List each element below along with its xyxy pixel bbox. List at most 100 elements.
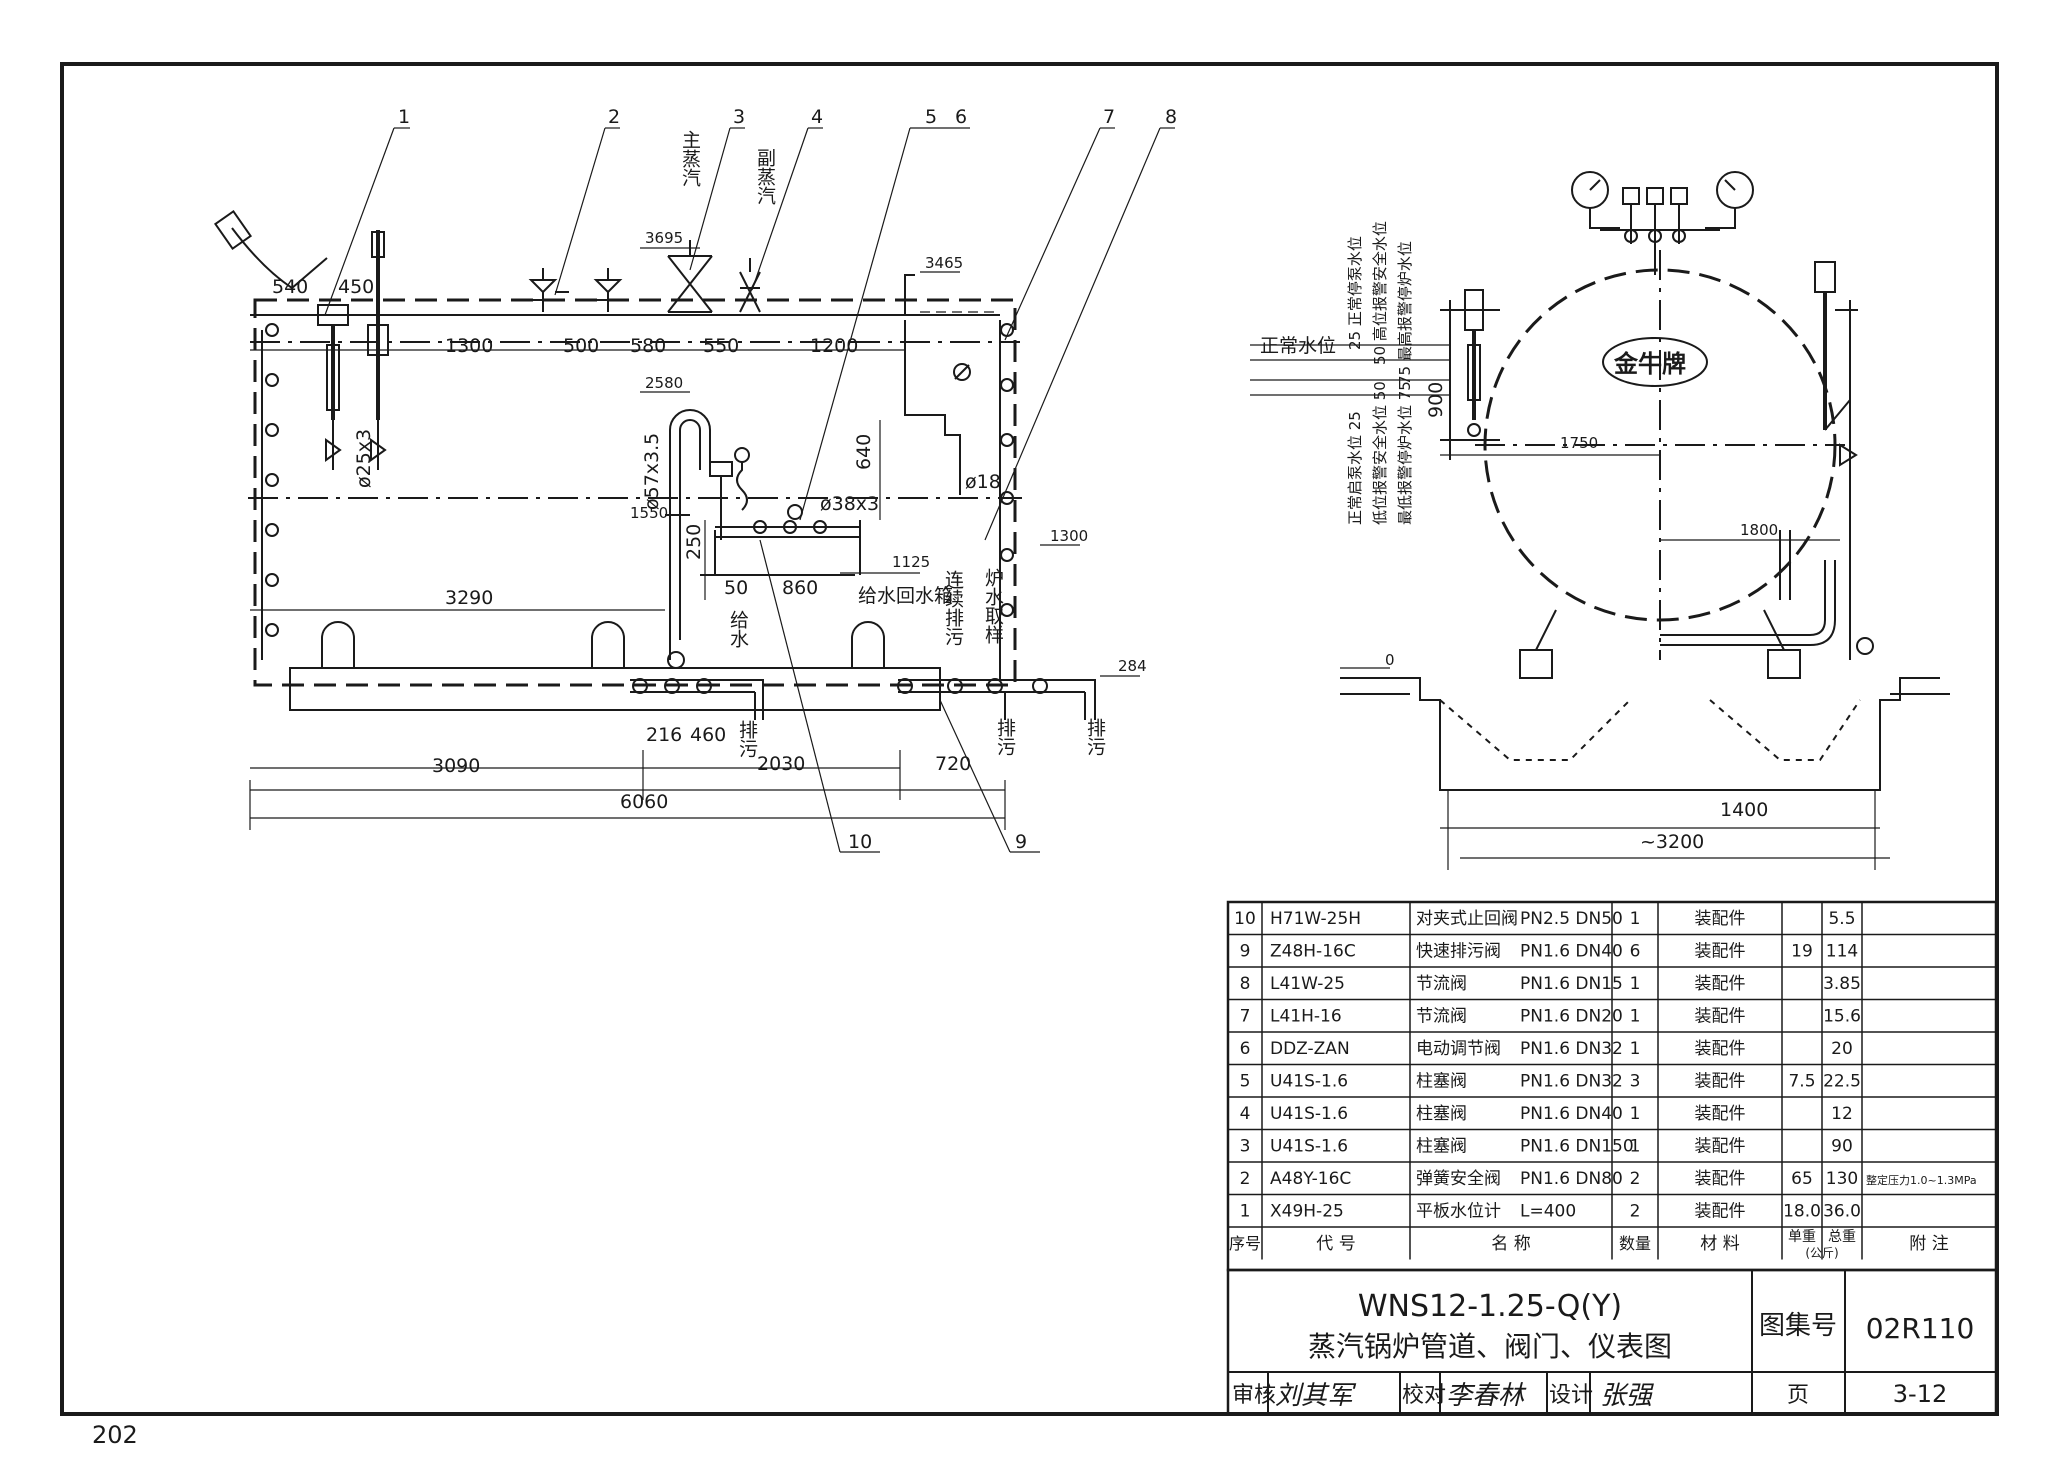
table-cell-spec: PN1.6 DN15 xyxy=(1520,974,1623,994)
title-model: WNS12-1.25-Q(Y) xyxy=(1358,1289,1622,1324)
table-cell-material: 装配件 xyxy=(1695,909,1746,929)
table-cell-material: 装配件 xyxy=(1695,1007,1746,1027)
table-cell-spec: L=400 xyxy=(1520,1202,1576,1222)
table-cell-name: 对夹式止回阀 xyxy=(1416,909,1518,929)
table-cell-no: 9 xyxy=(1240,942,1251,962)
table-cell-qty: 1 xyxy=(1630,1039,1641,1059)
aux-steam-valve xyxy=(739,258,761,313)
pressure-gauge-right xyxy=(1705,171,1754,229)
title-main: 蒸汽锅炉管道、阀门、仪表图 xyxy=(1308,1330,1672,1363)
table-cell-code: A48Y-16C xyxy=(1270,1169,1351,1189)
callout-7: 7 xyxy=(1103,106,1115,128)
page-label: 页 xyxy=(1787,1383,1809,1408)
spec-d38: ø38x3 xyxy=(820,493,879,515)
table-cell-spec: PN1.6 DN40 xyxy=(1520,942,1623,962)
table-cell-code: L41H-16 xyxy=(1270,1007,1342,1027)
sheet-border xyxy=(60,62,1999,1416)
label-blowdown-1: 排污 xyxy=(736,720,758,758)
dim-50: 50 xyxy=(724,577,748,599)
table-cell-material: 装配件 xyxy=(1695,1169,1746,1189)
foundation xyxy=(1340,609,1950,791)
level-label-50: 低位报警安全水位 50 xyxy=(1371,381,1389,525)
elev-1300: 1300 xyxy=(1050,527,1088,545)
callout-4: 4 xyxy=(811,106,823,128)
callout-2: 2 xyxy=(608,106,620,128)
elev-284: 284 xyxy=(1118,657,1147,675)
table-cell-material: 装配件 xyxy=(1695,942,1746,962)
callout-8: 8 xyxy=(1165,106,1177,128)
table-cell-total-weight: 130 xyxy=(1826,1169,1858,1189)
label-blowdown-2: 排污 xyxy=(994,718,1016,756)
boiler-outline xyxy=(253,298,1017,687)
table-cell-total-weight: 5.5 xyxy=(1828,909,1855,929)
table-cell-name: 柱塞阀 xyxy=(1416,1137,1467,1157)
review-label: 审核 xyxy=(1232,1383,1276,1408)
table-cell-total-weight: 114 xyxy=(1826,942,1858,962)
atlas-no: 02R110 xyxy=(1866,1312,1975,1345)
table-cell-unit-weight: 19 xyxy=(1791,942,1813,962)
elev-0: 0 xyxy=(1385,651,1395,669)
table-cell-qty: 1 xyxy=(1630,909,1641,929)
table-cell-material: 装配件 xyxy=(1695,1137,1746,1157)
table-cell-name: 快速排污阀 xyxy=(1416,942,1501,962)
table-cell-unit-weight: 18.0 xyxy=(1783,1202,1821,1222)
callout-5: 5 xyxy=(925,106,937,128)
elev-1550: 1550 xyxy=(630,504,668,522)
table-cell-total-weight: 12 xyxy=(1831,1104,1853,1124)
table-cell-name: 平板水位计 xyxy=(1416,1202,1501,1222)
dim-250: 250 xyxy=(683,524,705,560)
safety-valve-1 xyxy=(528,268,569,312)
callout-6: 6 xyxy=(955,106,967,128)
table-cell-name: 电动调节阀 xyxy=(1416,1039,1501,1059)
right-section-view: 金牛牌 xyxy=(1250,171,1950,870)
table-cell-total-weight: 90 xyxy=(1831,1137,1853,1157)
table-cell-code: H71W-25H xyxy=(1270,909,1361,929)
table-cell-note: 整定压力1.0~1.3MPa xyxy=(1866,1173,1977,1187)
label-feed-water: 给水 xyxy=(727,610,749,648)
table-cell-no: 3 xyxy=(1240,1137,1251,1157)
review-sign: 刘其军 xyxy=(1275,1381,1357,1411)
design-sign: 张强 xyxy=(1600,1381,1654,1411)
atlas-label: 图集号 xyxy=(1759,1311,1837,1341)
safety-valve-2 xyxy=(593,268,623,312)
normal-water-level-label: 正常水位 xyxy=(1260,335,1336,357)
page-number: 202 xyxy=(92,1421,138,1449)
level-label-upper-25: 25 正常停泵水位 xyxy=(1346,236,1364,350)
table-cell-name: 弹簧安全阀 xyxy=(1416,1169,1501,1189)
label-continuous-blowdown: 连续排污 xyxy=(942,570,964,646)
dim-3090: 3090 xyxy=(432,755,480,777)
dim-2030: 2030 xyxy=(757,753,805,775)
table-header-no: 序号 xyxy=(1229,1234,1261,1253)
table-cell-total-weight: 36.0 xyxy=(1823,1202,1861,1222)
table-header-note: 附 注 xyxy=(1909,1234,1948,1254)
label-aux-steam: 副蒸汽 xyxy=(754,148,776,205)
level-controls-left xyxy=(1440,289,1500,460)
table-cell-name: 柱塞阀 xyxy=(1416,1104,1467,1124)
level-label-75: 最低报警停炉水位 75 xyxy=(1396,381,1414,525)
pressure-gauge-left xyxy=(1571,171,1620,229)
table-cell-qty: 1 xyxy=(1630,1007,1641,1027)
table-cell-total-weight: 15.6 xyxy=(1823,1007,1861,1027)
elev-2580: 2580 xyxy=(645,374,683,392)
table-cell-no: 6 xyxy=(1240,1039,1251,1059)
table-cell-qty: 1 xyxy=(1630,1137,1641,1157)
dim-580: 580 xyxy=(630,335,666,357)
table-cell-unit-weight: 65 xyxy=(1791,1169,1813,1189)
dim-1400: 1400 xyxy=(1720,799,1768,821)
table-header-code: 代 号 xyxy=(1316,1234,1355,1254)
dim-500: 500 xyxy=(563,335,599,357)
callout-1: 1 xyxy=(398,106,410,128)
callout-10: 10 xyxy=(848,831,872,853)
table-cell-no: 2 xyxy=(1240,1169,1251,1189)
table-cell-total-weight: 20 xyxy=(1831,1039,1853,1059)
callout-3: 3 xyxy=(733,106,745,128)
table-cell-no: 4 xyxy=(1240,1104,1251,1124)
table-cell-name: 节流阀 xyxy=(1416,974,1467,994)
dim-860: 860 xyxy=(782,577,818,599)
table-cell-no: 1 xyxy=(1240,1202,1251,1222)
check-sign: 李春林 xyxy=(1446,1381,1527,1411)
table-cell-qty: 2 xyxy=(1630,1202,1641,1222)
table-cell-spec: PN1.6 DN32 xyxy=(1520,1072,1623,1092)
dim-3200: ~3200 xyxy=(1640,831,1704,853)
